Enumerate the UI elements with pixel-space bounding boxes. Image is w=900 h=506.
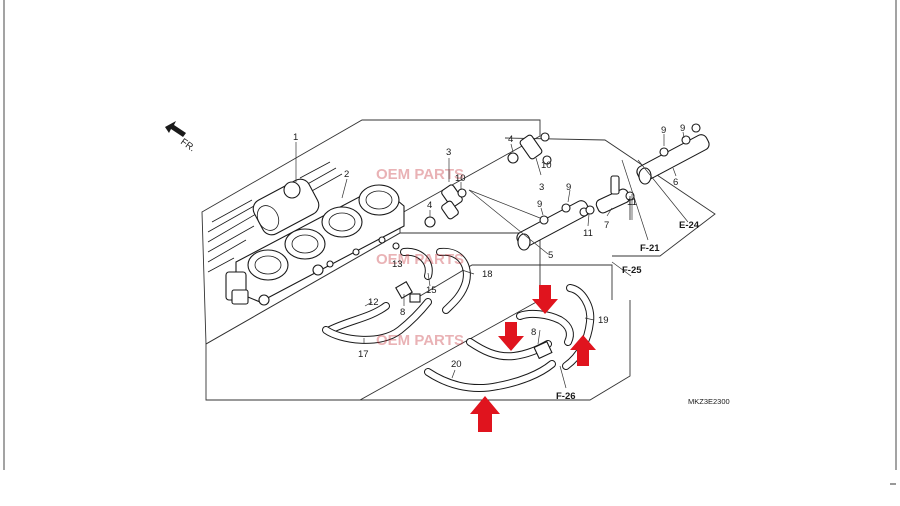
callout-5: 5 (548, 250, 553, 261)
o-ring-10-left (457, 188, 467, 198)
throttle-bore-2 (284, 228, 326, 260)
o-ring-10-lower (542, 155, 552, 165)
injector-3-upper (519, 134, 543, 160)
nipple-b (352, 248, 360, 256)
motor-cap (256, 205, 280, 231)
mount-boss-1 (258, 294, 270, 306)
callout-3-upper: 3 (539, 182, 544, 193)
nipple-d (392, 242, 400, 250)
callout-20: 20 (451, 359, 462, 370)
sensor-connector (231, 289, 249, 305)
nipple-c (378, 236, 386, 244)
lower-hoses (424, 284, 595, 393)
injector-set-1 (424, 184, 467, 228)
red-arrow-up-icon (470, 396, 500, 432)
reference-f21: F-21 (640, 243, 660, 254)
callout-9-c: 9 (661, 125, 666, 136)
red-arrow-down-icon (498, 322, 524, 351)
o-ring-11-left (585, 205, 595, 215)
throttle-body (225, 178, 405, 306)
throttle-bore-4 (358, 184, 400, 216)
callout-1: 1 (293, 132, 298, 143)
reference-f25: F-25 (622, 265, 642, 276)
callout-4-left: 4 (427, 200, 432, 211)
nipple-a (326, 260, 334, 268)
o-ring-10-upper (540, 132, 550, 142)
fuel-rail-5 (516, 200, 590, 251)
callout-3-left: 3 (446, 147, 451, 158)
callout-18: 18 (482, 269, 493, 280)
callout-13: 13 (392, 259, 403, 270)
callout-8-lower: 8 (531, 327, 536, 338)
joint-15 (395, 281, 413, 299)
callout-11-left: 11 (583, 228, 593, 239)
rail-6-port-2 (681, 135, 691, 145)
callout-10-left: 10 (455, 173, 466, 184)
upper-hoses (322, 247, 471, 344)
callout-9-b: 9 (537, 199, 542, 210)
joint-8-lower (533, 340, 553, 360)
callout-12: 12 (368, 297, 379, 308)
callout-15: 15 (426, 285, 437, 296)
injector-3-bottom (441, 200, 459, 220)
callout-9-d: 9 (680, 123, 685, 134)
injector-set-2 (507, 132, 552, 165)
reference-f26: F-26 (556, 391, 576, 402)
joint-7-stem (610, 175, 620, 195)
highlight-arrows (470, 285, 596, 432)
callout-7: 7 (604, 220, 609, 231)
callout-labels: 1 2 3 4 10 4 10 3 9 9 11 7 11 5 9 9 6 13… (293, 123, 685, 370)
leader-lines (295, 131, 689, 389)
red-arrow-up-icon (570, 335, 596, 366)
o-ring-4-upper (507, 152, 519, 164)
diagram-code: MKZ3E2300 (688, 397, 730, 406)
fuel-rail-6 (636, 123, 710, 185)
rail-5-port-2 (561, 203, 571, 213)
callout-19: 19 (598, 315, 609, 326)
callout-6: 6 (673, 177, 678, 188)
callout-9-a: 9 (566, 182, 571, 193)
joint-8-upper (409, 293, 421, 303)
throttle-bore-3 (321, 206, 363, 238)
watermark-2: OEM PARTS (376, 251, 464, 268)
direction-label: FR. (178, 136, 197, 154)
mount-boss-2 (312, 264, 324, 276)
callout-2: 2 (344, 169, 349, 180)
section-references: E-24 F-21 F-25 F-26 (556, 220, 700, 402)
o-ring-4-left (424, 216, 436, 228)
callout-17: 17 (358, 349, 369, 360)
rail-6-end-fitting (691, 123, 701, 133)
red-arrow-down-icon (532, 285, 558, 314)
motor-gear (283, 181, 301, 199)
hose-frame (409, 264, 613, 303)
watermark-1: OEM PARTS (376, 166, 464, 183)
reference-e24: E-24 (679, 220, 700, 231)
throttle-bore-1 (247, 249, 289, 281)
rail-6-port-1 (659, 147, 669, 157)
callout-11-right: 11 (627, 197, 637, 208)
callout-8-upper: 8 (400, 307, 405, 318)
hatch-pattern (207, 161, 343, 273)
callout-4-upper: 4 (508, 134, 513, 145)
rail-5-port-1 (539, 215, 549, 225)
lower-hose-frame (360, 300, 631, 401)
forward-arrow-icon (165, 121, 186, 137)
direction-indicator: FR. (165, 121, 197, 154)
watermark-3: OEM PARTS (376, 332, 464, 349)
fuel-rail-frame (504, 137, 716, 257)
callout-10-upper: 10 (541, 160, 552, 171)
